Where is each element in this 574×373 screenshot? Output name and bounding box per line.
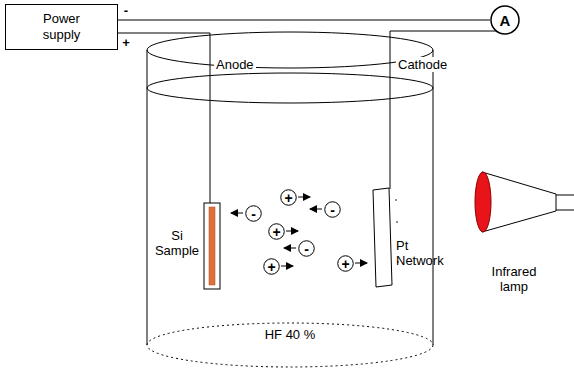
beaker-bottom	[147, 323, 433, 367]
cathode-wire	[390, 31, 497, 189]
cation: +	[263, 258, 280, 275]
pt-network	[373, 188, 392, 287]
electrolyte-label: HF 40 %	[250, 327, 330, 342]
porous-layer	[209, 207, 215, 285]
anode-wire	[118, 33, 210, 203]
anion: -	[324, 201, 341, 218]
cation: +	[280, 189, 297, 206]
part-label: Infrared lamp	[482, 264, 546, 294]
part-label: Si Sample	[153, 228, 201, 258]
cation: +	[337, 255, 354, 272]
node-text: +	[284, 191, 292, 205]
electrode-label: Anode	[214, 57, 256, 72]
polarity-sign: +	[120, 35, 132, 50]
cation: +	[268, 223, 285, 240]
beaker-wall	[147, 50, 148, 345]
polarity-sign: -	[121, 3, 131, 18]
node-text: A	[500, 13, 511, 28]
si-sample	[204, 203, 220, 289]
power-supply-box: Power supply	[5, 4, 118, 50]
node-text: Power supply	[32, 11, 92, 43]
node-text: -	[251, 207, 256, 221]
anion: -	[245, 205, 262, 222]
part-label: Pt Network	[396, 238, 440, 268]
node-text: +	[267, 260, 275, 274]
node-text: -	[330, 203, 335, 217]
beaker-wall	[433, 50, 434, 345]
electrode-label: Cathode	[396, 57, 449, 72]
node-text: +	[272, 225, 280, 239]
anion: -	[298, 240, 315, 257]
ammeter-symbol: A	[490, 5, 520, 35]
node-text: +	[341, 257, 349, 271]
infrared-lamp	[475, 172, 574, 232]
wire-connector	[118, 20, 490, 21]
node-text: -	[304, 242, 309, 256]
